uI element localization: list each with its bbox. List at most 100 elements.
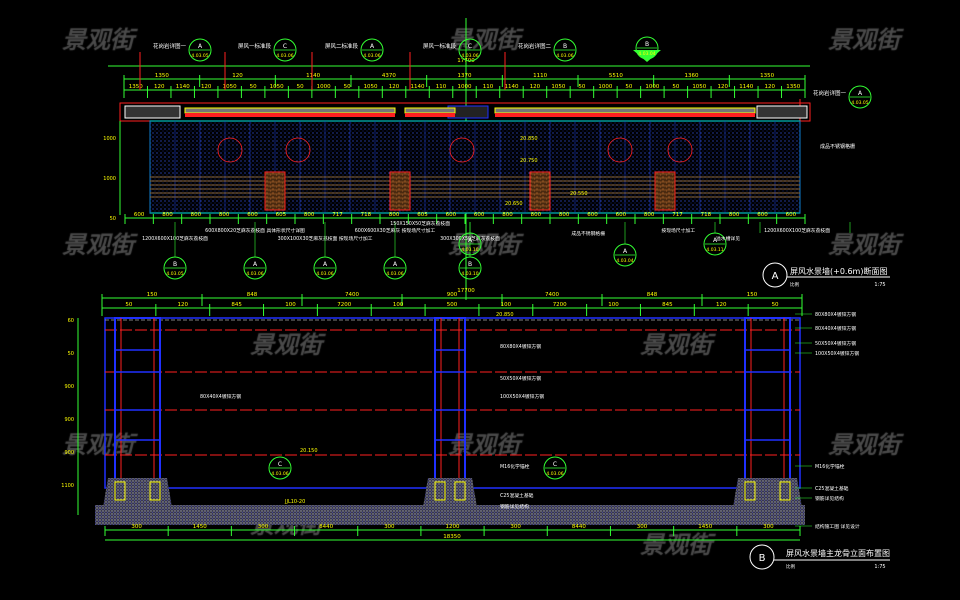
bottom-callout-ref: A — [468, 237, 473, 244]
note-right-b: 80X40X4镀锌方钢 — [815, 325, 856, 332]
note-mid-b: 100X50X4镀锌方钢 — [500, 393, 544, 400]
level-mark: 20.750 — [520, 158, 538, 164]
note-mid-b: M16化学锚栓 — [500, 463, 530, 470]
anchor-plate — [779, 481, 791, 501]
bottom-dim-a-value: 718 — [361, 212, 372, 218]
level2-b: 20.150 — [300, 448, 318, 454]
anchor-plate — [149, 481, 161, 501]
dim-row2-a-value: 50 — [578, 84, 585, 90]
note-right-b: 结构施工图 详见设计 — [815, 523, 860, 530]
dim-top1-b-value: 150 — [747, 292, 758, 298]
cap-red-band — [495, 113, 755, 117]
bottom-dim-b-value: 1450 — [193, 524, 207, 530]
level-mark: 20.650 — [505, 201, 523, 207]
top-callout-ref: B — [563, 43, 567, 50]
bottom-callout-label: 成品不锈钢格栅 — [571, 230, 605, 237]
revision-cloud — [667, 137, 693, 163]
bottom-dim-a-value: 600 — [474, 212, 485, 218]
dim-row1-a-value: 1350 — [760, 73, 774, 79]
dim-row2-a-value: 1050 — [551, 84, 565, 90]
top-callout-ref: A — [858, 90, 863, 97]
dim-top2-b-value: 100 — [285, 302, 296, 308]
note-right-b: 50X50X4镀锌方钢 — [815, 340, 856, 347]
bottom-dim-a-value: 600 — [786, 212, 797, 218]
note-right-a: 成品不锈钢格栅 — [820, 143, 855, 150]
level-b: 20.850 — [496, 312, 514, 318]
bottom-dim-b-value: 1450 — [698, 524, 712, 530]
footing-hatch — [420, 478, 480, 525]
section-b-scale: 1:75 — [874, 564, 885, 570]
dim-top2-b-value: 100 — [501, 302, 512, 308]
column-frame — [114, 317, 161, 484]
bottom-dim-a-value: 800 — [389, 212, 400, 218]
section-arrow — [633, 50, 661, 62]
dim-top2-b-value: 7200 — [553, 302, 567, 308]
brick-panel — [654, 171, 676, 211]
top-callout-circle — [848, 85, 872, 109]
section-b-title: 屏风水景墙主龙骨立面布置图 — [786, 548, 890, 558]
dim-row1-a-value: 1370 — [458, 73, 472, 79]
column-frame — [744, 317, 791, 484]
dim-row2-a-value: 1140 — [411, 84, 425, 90]
dim-row1-a-value: 1110 — [533, 73, 547, 79]
left-dim-value: 60 — [68, 318, 74, 324]
dim-row2-a-value: 110 — [483, 84, 494, 90]
frame-outline-b — [104, 317, 801, 489]
top-callout-circle — [360, 38, 384, 62]
bottom-callout-sheet: 4.03.05 — [166, 271, 183, 277]
left-dim-value: 900 — [64, 417, 74, 423]
bottom-dim-a-value: 600 — [134, 212, 145, 218]
top-callout-ref: A — [370, 43, 375, 50]
footing-hatch — [100, 478, 175, 525]
note-right-b: 100X50X4镀锌方钢 — [815, 350, 859, 357]
revision-cloud — [607, 137, 633, 163]
top-callout-sheet: 4.03.06 — [461, 53, 478, 59]
dim-top2-b-value: 120 — [716, 302, 727, 308]
cap-red-band — [405, 113, 455, 117]
dim-row2-a-value: 1350 — [129, 84, 143, 90]
bottom-dim-a-value: 600 — [446, 212, 457, 218]
note-right-b: 80X80X4镀锌方钢 — [815, 311, 856, 318]
cap-stone — [404, 107, 456, 114]
brick-panel — [529, 171, 551, 211]
dim-top1-b-value: 848 — [247, 292, 258, 298]
section-a-title: 屏风水景墙(+0.6m)断面图 — [790, 266, 887, 276]
dim-top1-b-value: 7400 — [345, 292, 359, 298]
dim-row1-a-value: 1360 — [685, 73, 699, 79]
dim-row2-a-value: 1350 — [786, 84, 800, 90]
bottom-total-b: 18350 — [443, 534, 461, 540]
bottom-dim-b-value: 1200 — [446, 524, 460, 530]
dim-row2-a-value: 50 — [297, 84, 304, 90]
top-callout-circle — [553, 38, 577, 62]
bottom-callout-sheet: 4.03.11 — [706, 247, 723, 253]
side-dim-value: 1000 — [103, 176, 116, 182]
dim-row2-a-value: 50 — [250, 84, 257, 90]
revision-cloud — [285, 137, 311, 163]
total-dimension-b: 17700 — [457, 288, 475, 294]
top-callout-sheet: 4.03.06 — [363, 53, 380, 59]
bottom-callout-sheet: 4.03.04 — [616, 258, 633, 264]
bottom-callout-ref: A — [393, 261, 398, 268]
dim-top2-b-value: 7200 — [337, 302, 351, 308]
revision-cloud — [217, 137, 243, 163]
dim-top2-b-value: 100 — [608, 302, 619, 308]
ground-level-b: JJL10-20 — [284, 499, 305, 505]
bottom-dim-a-value: 600 — [757, 212, 768, 218]
bottom-dim-b-value: 8440 — [572, 524, 586, 530]
bottom-callout-sheet: 4.03.06 — [316, 271, 333, 277]
dim-row2-a-value: 1050 — [223, 84, 237, 90]
dim-top2-b-value: 50 — [125, 302, 132, 308]
bottom-dim-b-value: 300 — [763, 524, 774, 530]
section-a-symbol-circle — [762, 262, 788, 288]
note-mid-b: 80X40X4镀锌方钢 — [200, 393, 241, 400]
bottom-dim-a-value: 600 — [616, 212, 627, 218]
bottom-dim-a-value: 717 — [672, 212, 683, 218]
dim-row2-a-value: 120 — [154, 84, 165, 90]
top-callout-circle — [273, 38, 297, 62]
bottom-dim-a-value: 600 — [247, 212, 258, 218]
bottom-callout-label: 150X150X50芝麻灰荔枝面 — [390, 220, 450, 227]
top-callout-label: 花岗岩详图一 — [813, 89, 847, 97]
top-callout-circle — [188, 38, 212, 62]
bottom-dim-a-value: 717 — [332, 212, 343, 218]
